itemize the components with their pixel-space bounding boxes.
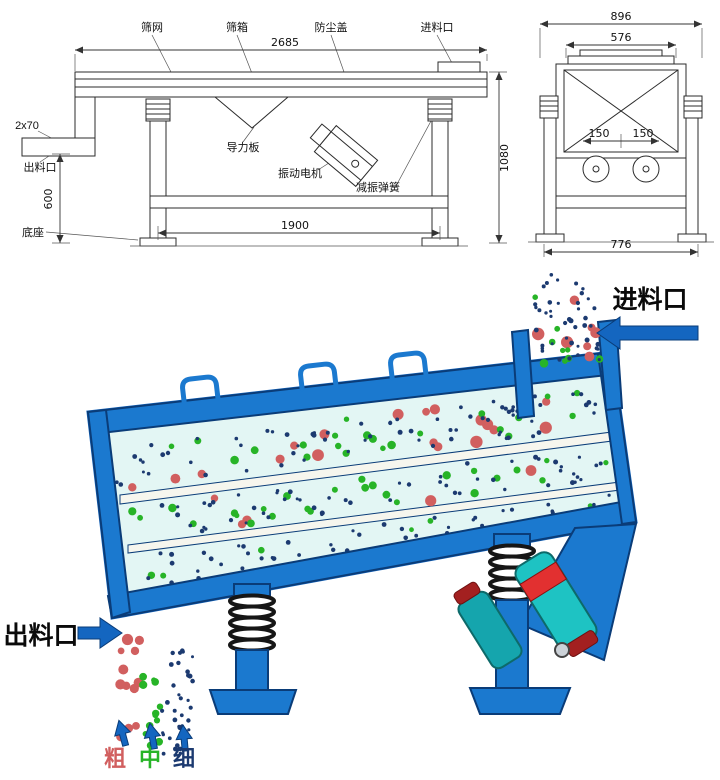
cross-beam: [149, 195, 449, 209]
feed-chute-left-wall: [510, 328, 536, 420]
leg-left: [149, 120, 167, 239]
grade-arrows: [114, 719, 194, 752]
machine-body-side: [21, 61, 488, 157]
svg-text:576: 576: [611, 31, 632, 44]
label-outlet-size: 2x70: [15, 120, 39, 132]
svg-text:600: 600: [42, 189, 55, 210]
particles-inside: [115, 389, 622, 585]
label-base: 底座: [22, 225, 44, 239]
support-structure-end: [528, 95, 714, 243]
vibration-motor-main: [514, 551, 599, 657]
foot-left-3d: [208, 689, 298, 715]
dim-width-overall: 896: [539, 10, 703, 58]
spring-assembly-left: [208, 583, 298, 715]
motor-shackle: [554, 642, 570, 658]
label-dust-cover: 防尘盖: [315, 20, 348, 34]
dim-height-total: 1080: [489, 71, 511, 244]
feed-arrow-icon: [596, 316, 699, 350]
dim-length-top: 2685: [74, 36, 488, 71]
svg-text:150: 150: [589, 127, 610, 140]
fine-label: 细: [173, 746, 195, 771]
guide-plate-shape: [214, 96, 289, 129]
spring-left: [145, 98, 171, 122]
machine-illustration: 进料口 出料口 粗 中 细: [3, 273, 699, 771]
outlet-chute: [21, 137, 96, 157]
leader-lines: [37, 34, 453, 241]
label-screen-mesh: 筛网: [141, 20, 163, 34]
end-view-drawing: 896 576 150 150: [528, 10, 714, 257]
dim-motor-offsets: 150 150: [583, 127, 659, 148]
feed-inlet-title: 进料口: [612, 286, 687, 314]
label-damper-spring: 减振弹簧: [356, 180, 400, 194]
label-guide-plate: 导力板: [227, 140, 260, 154]
label-vibration-motor: 振动电机: [278, 166, 322, 180]
up-arrow-fine-icon: [175, 724, 194, 752]
discharge-outlet-title: 出料口: [3, 622, 78, 650]
box-left-wall: [86, 408, 132, 620]
motor-side-view: [309, 123, 379, 188]
label-discharge-outlet: 出料口: [24, 160, 57, 174]
medium-label: 中: [139, 746, 161, 771]
dim-width-inner: 576: [565, 31, 677, 58]
spring-end-right: [683, 95, 703, 119]
dim-height-base: 600: [42, 153, 70, 244]
feed-inlet-box: [437, 61, 481, 73]
pedestal-left: [235, 649, 269, 691]
dim-width-base: 776: [543, 238, 699, 257]
outlet-duct: [74, 96, 96, 139]
spring-end-left: [539, 95, 559, 119]
vibration-motor-rear: [453, 581, 523, 670]
svg-text:2685: 2685: [271, 36, 299, 49]
foot-right-3d: [468, 687, 572, 715]
leg-right: [431, 120, 449, 239]
machine-body-end: [555, 49, 687, 183]
side-view-drawing: 筛网 筛箱 防尘盖 进料口 2685: [15, 20, 511, 247]
support-structure-side: [130, 98, 468, 247]
discharge-arrow-icon: [77, 617, 123, 649]
label-feed-inlet: 进料口: [421, 20, 454, 34]
particles-streams: [115, 273, 604, 756]
dim-length-base: 1900: [157, 219, 441, 240]
coarse-label: 粗: [104, 746, 126, 771]
svg-text:150: 150: [633, 127, 654, 140]
svg-text:896: 896: [611, 10, 632, 23]
lifting-handles: [180, 350, 429, 405]
up-arrow-coarse-icon: [114, 719, 132, 747]
svg-text:1080: 1080: [498, 144, 511, 172]
svg-text:1900: 1900: [281, 219, 309, 232]
up-arrow-medium-icon: [143, 722, 162, 750]
spring-right: [427, 98, 453, 122]
svg-text:776: 776: [611, 238, 632, 251]
label-screen-box: 筛箱: [226, 20, 248, 34]
